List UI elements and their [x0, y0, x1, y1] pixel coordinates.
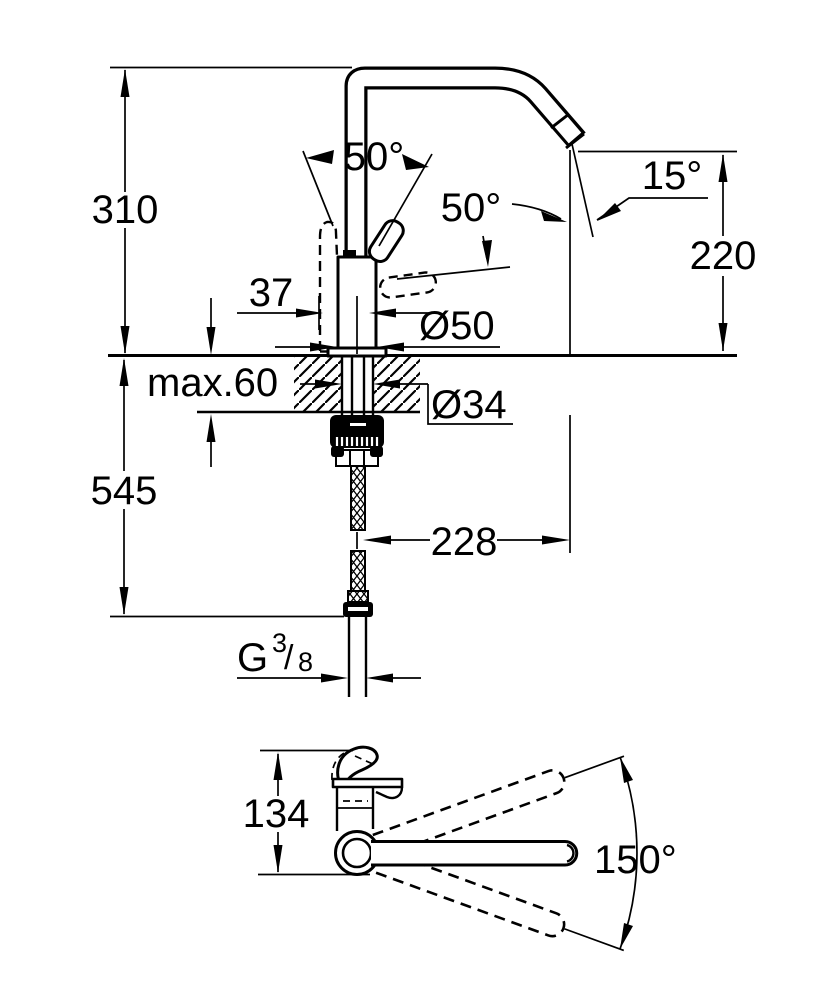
- outlet-axis-15deg: [571, 143, 594, 238]
- arrow-15deg: [597, 203, 621, 221]
- lever-position-horizontal-dashed: [378, 271, 438, 299]
- spout-end-face: [565, 132, 585, 150]
- handle-dashed-edge: [331, 750, 349, 781]
- label-220: 220: [690, 234, 757, 278]
- mounting-block-mark: [350, 423, 366, 426]
- dim-diameter34: [300, 379, 513, 425]
- braided-hose-upper: [350, 465, 366, 531]
- dim-310: [120, 69, 130, 354]
- spout-position-lower-dashed: [372, 848, 625, 952]
- label-g38-slash: /: [284, 639, 294, 677]
- front-view: 310 50° 50° 15° 220 37 Ø50 max.60 Ø34 54…: [91, 66, 757, 697]
- dim-134: [258, 749, 370, 876]
- label-d50: Ø50: [419, 304, 495, 348]
- arrow-50b-arc: [541, 211, 567, 222]
- dim-max60: [206, 298, 216, 467]
- mounting-hook-left: [331, 446, 344, 457]
- spout-cap-inner-arc: [566, 843, 575, 863]
- lever-position-tilted: [367, 219, 405, 264]
- base-circle-inner: [341, 837, 373, 869]
- lever-position-vertical-dashed: [318, 220, 339, 351]
- handle-dashed-detail: [354, 755, 376, 766]
- handle-top-view: [336, 745, 379, 788]
- label-max60: max.60: [147, 361, 278, 405]
- label-310: 310: [92, 188, 159, 232]
- spout-solid-top-view: [371, 840, 579, 867]
- arrow-50a-left: [306, 150, 334, 164]
- angle-line-right: [378, 153, 433, 247]
- arrow-arc-top: [620, 757, 633, 783]
- hose-collar: [347, 590, 369, 603]
- mounting-block: [330, 415, 384, 448]
- braided-hose-lower: [350, 550, 366, 592]
- label-228: 228: [431, 520, 498, 564]
- body-top-hook: [375, 786, 404, 800]
- label-50-right: 50°: [441, 186, 502, 230]
- dim-37: [237, 296, 440, 330]
- dim-g38: [237, 673, 421, 683]
- arrow-arc-bottom: [620, 923, 633, 949]
- top-view: 134 150°: [243, 745, 677, 952]
- mounting-comb: [335, 437, 379, 446]
- arrow-50a-right: [402, 154, 429, 170]
- angle-arc-50b: [511, 203, 562, 220]
- label-50-left: 50°: [344, 135, 405, 179]
- label-134: 134: [243, 792, 310, 836]
- arrow-50b-down: [482, 240, 492, 267]
- spout-inner: [347, 69, 582, 258]
- dim-220: [718, 154, 728, 351]
- label-150: 150°: [594, 838, 677, 882]
- body-top-tick: [343, 250, 356, 258]
- label-37: 37: [249, 271, 294, 315]
- spout-position-upper-dashed: [372, 755, 625, 859]
- label-545: 545: [91, 469, 158, 513]
- label-g38-g: G: [237, 636, 268, 680]
- label-g38-numerator: 3: [272, 628, 287, 658]
- g38-nut-slot: [348, 607, 368, 611]
- label-d34: Ø34: [431, 383, 507, 427]
- aerator-joint-line: [550, 112, 570, 130]
- label-g38-denominator: 8: [298, 647, 313, 677]
- body-top-bar: [331, 777, 404, 789]
- dim-diameter50: [275, 342, 500, 352]
- lever-axis-extension: [396, 266, 511, 280]
- dim-228: [363, 415, 571, 553]
- label-15: 15°: [642, 154, 703, 198]
- label-g38: G 3 / 8: [237, 628, 313, 680]
- dim-545: [119, 358, 129, 615]
- mounting-hook-right: [370, 446, 383, 457]
- angle-line-left: [302, 150, 334, 227]
